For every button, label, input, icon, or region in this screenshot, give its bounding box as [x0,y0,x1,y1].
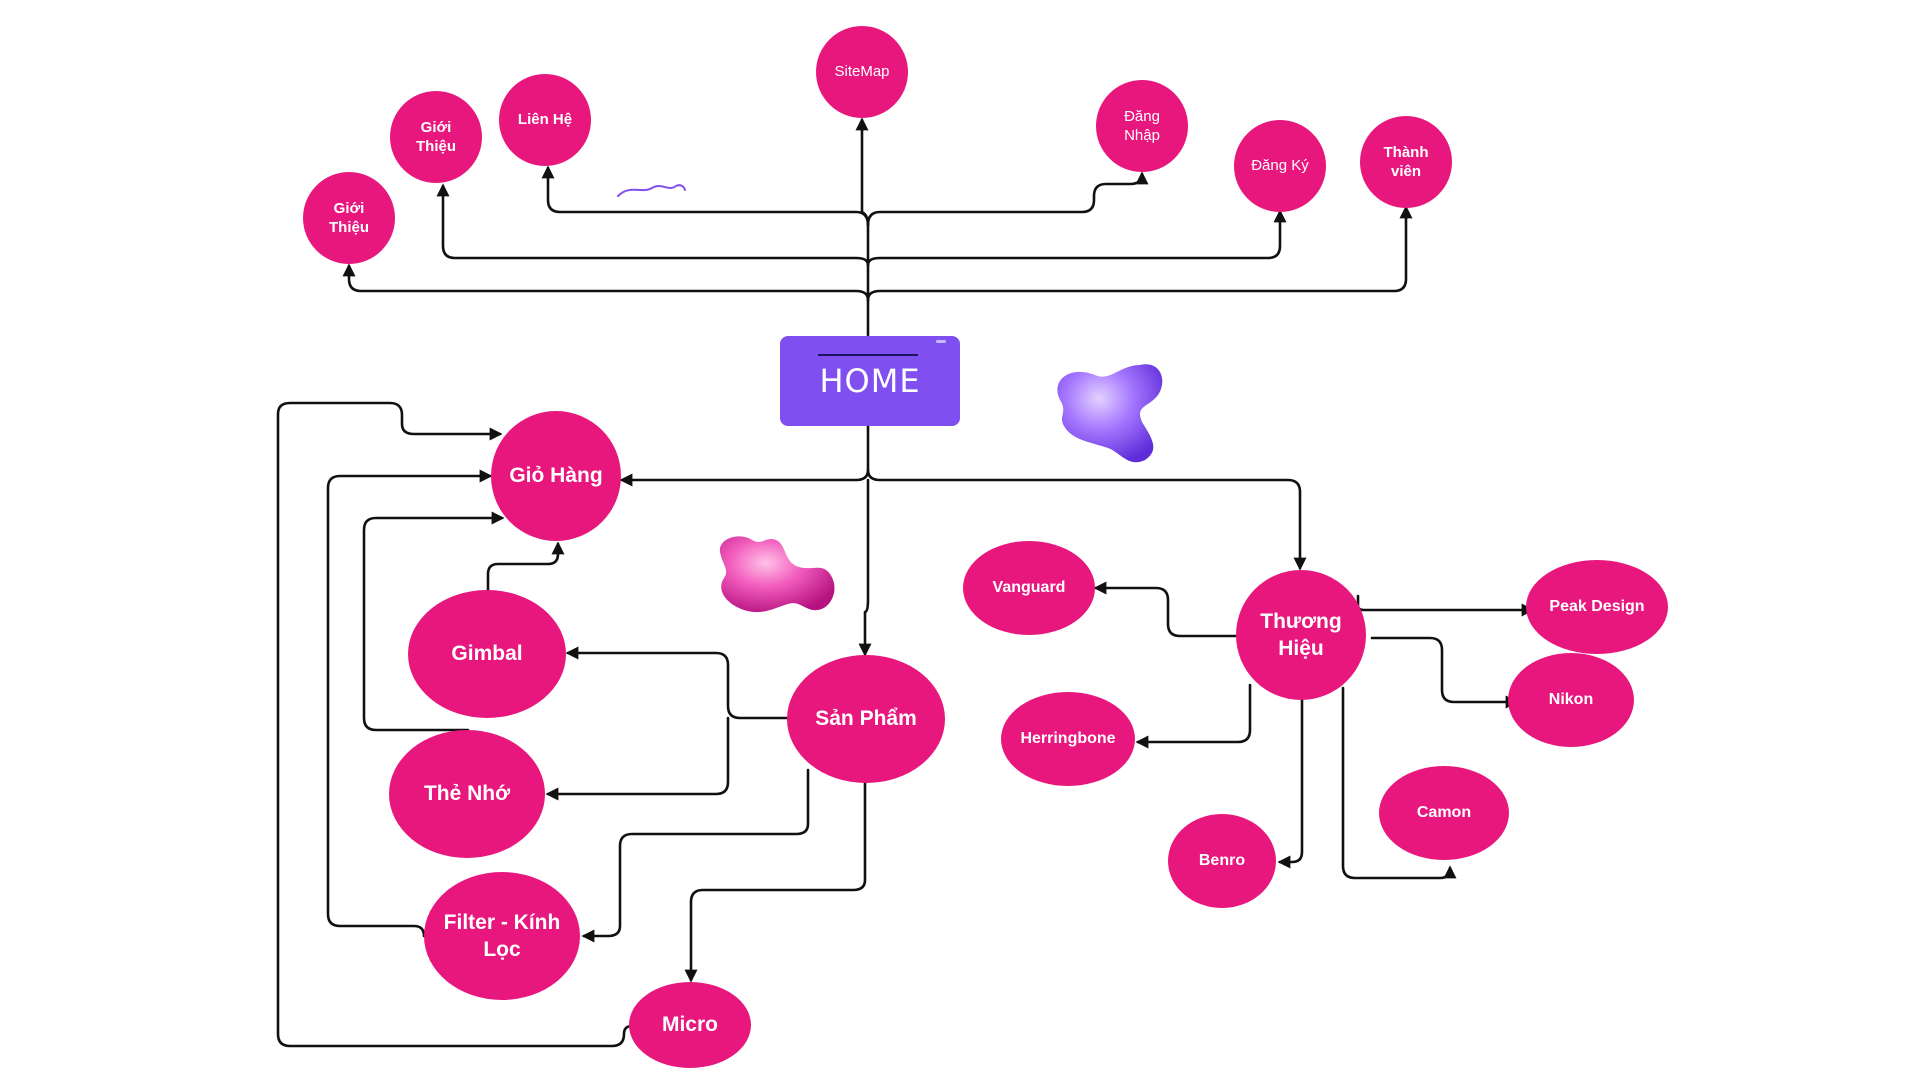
edge-thuonghieu-nikon [1370,636,1519,709]
node-filter[interactable]: Filter - Kính Lọc [424,872,580,1000]
node-gioi-thieu-1[interactable]: Giới Thiệu [303,172,395,264]
edge-thenho-giohang [362,511,505,732]
node-dang-ky[interactable]: Đăng Ký [1234,120,1326,212]
node-label: Thành viên [1383,143,1429,181]
node-label: Peak Design [1549,597,1645,615]
node-label: Sản Phẩm [815,707,917,731]
edge-home-thanhvien [866,205,1413,302]
node-label: Filter - Kính Lọc [443,910,561,961]
purple-3d-blob [1057,364,1163,463]
edge-home-giohang [619,423,870,487]
node-label: Giỏ Hàng [509,464,603,488]
node-label: Liên Hệ [517,111,573,129]
node-label: Thẻ Nhớ [423,782,511,806]
node-label: Benro [1198,851,1246,869]
edge-home-thuonghieu [866,468,1307,571]
node-benro[interactable]: Benro [1168,814,1276,908]
node-label: Camon [1416,803,1472,821]
home-label: HOME [819,362,921,400]
node-san-pham[interactable]: Sản Phẩm [787,655,945,783]
node-micro[interactable]: Micro [629,982,751,1068]
node-label: Herringbone [1020,729,1116,747]
edge-home-sanpham [858,478,872,657]
node-label: Thương Hiệu [1260,609,1342,660]
edge-home-dangnhap [866,171,1149,227]
node-label: Vanguard [992,578,1066,596]
edge-gimbal-giohang [486,541,565,592]
home-decoration-bar [818,354,918,356]
node-label: Giới Thiệu [416,118,456,156]
node-thuong-hieu[interactable]: Thương Hiệu [1236,570,1366,700]
edge-home-gioithieu1 [342,263,870,302]
node-gio-hang[interactable]: Giỏ Hàng [491,411,621,541]
edge-home-dangky [866,209,1287,267]
edge-filter-giohang [326,469,493,938]
node-gioi-thieu-2[interactable]: Giới Thiệu [390,91,482,183]
node-herringbone[interactable]: Herringbone [1001,692,1135,786]
edge-thuonghieu-herringbone [1135,683,1252,749]
edge-home-gioithieu2 [436,183,870,267]
node-label: Nikon [1548,690,1594,708]
edge-sanpham-gimbal [565,646,792,720]
home-decoration-dot [936,340,946,343]
node-sitemap[interactable]: SiteMap [816,26,908,118]
node-label: Đăng Nhập [1124,107,1160,145]
node-nikon[interactable]: Nikon [1508,653,1634,747]
edge-sanpham-filter [581,768,810,943]
edge-thuonghieu-camon [1341,686,1457,880]
node-the-nho[interactable]: Thẻ Nhớ [389,730,545,858]
node-peak-design[interactable]: Peak Design [1526,560,1668,654]
node-dang-nhap[interactable]: Đăng Nhập [1096,80,1188,172]
node-label: SiteMap [834,63,890,81]
edge-home-sitemap [855,117,870,337]
node-lien-he[interactable]: Liên Hệ [499,74,591,166]
node-label: Giới Thiệu [329,199,369,237]
node-label: Micro [661,1013,718,1037]
pink-3d-blob [719,536,835,613]
edge-sanpham-micro [684,780,867,983]
node-thanh-vien[interactable]: Thành viên [1360,116,1452,208]
edge-home-lienhe [541,165,870,227]
node-label: Gimbal [451,642,523,666]
edge-micro-giohang [276,401,634,1048]
node-gimbal[interactable]: Gimbal [408,590,566,718]
edge-thuonghieu-vanguard [1093,581,1242,638]
edge-thuonghieu-benro [1277,698,1304,869]
home-node[interactable]: HOME [780,336,960,426]
node-camon[interactable]: Camon [1379,766,1509,860]
edge-thuonghieu-peakdesign [1356,594,1535,617]
scribble [617,184,686,197]
edge-sanpham-thenho [545,716,730,801]
node-vanguard[interactable]: Vanguard [963,541,1095,635]
node-label: Đăng Ký [1251,157,1309,175]
